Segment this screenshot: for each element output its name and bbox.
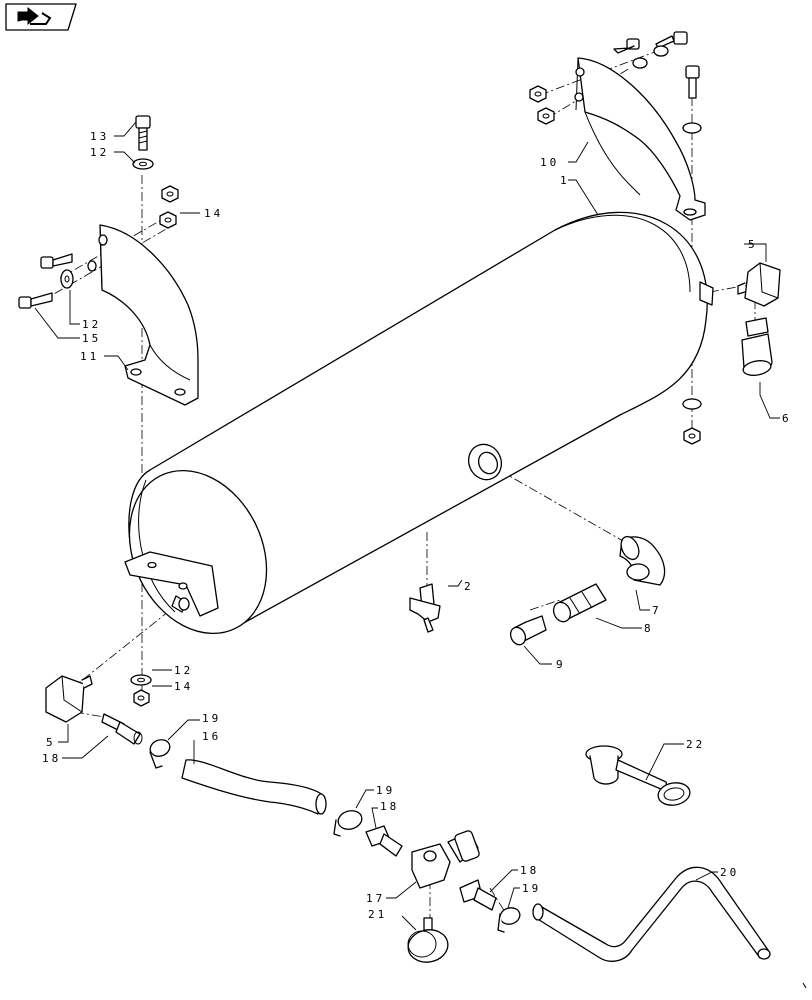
- callout-21: 21: [368, 908, 387, 921]
- bolt-13: [135, 115, 151, 151]
- nut-14-lower: [159, 211, 177, 229]
- bolt-rear-upper: [613, 38, 640, 54]
- arrow-next-icon: [17, 6, 52, 26]
- hose-clamp-19-front: [149, 739, 171, 769]
- hose-16: [181, 759, 327, 815]
- nut-rear-a: [529, 85, 547, 103]
- rear-mounting-bracket: [574, 57, 706, 221]
- valve-17: [411, 830, 480, 889]
- callout-17: 17: [366, 892, 385, 905]
- callout-14-bottom: 14: [174, 680, 193, 693]
- callout-5-front: 5: [46, 736, 56, 749]
- washer-12-bottom: [130, 674, 152, 686]
- washer-rear-b: [653, 45, 669, 57]
- callout-11: 11: [80, 350, 99, 363]
- callout-12-top: 12: [90, 146, 109, 159]
- callout-19-middle: 19: [376, 784, 395, 797]
- hose-clamp-19-middle: [333, 810, 363, 837]
- fitting-18-front: [101, 713, 143, 745]
- washer-rear-a: [632, 57, 648, 69]
- tube-20: [532, 866, 771, 962]
- callout-18-middle: 18: [380, 800, 399, 813]
- callout-9: 9: [556, 658, 566, 671]
- corner-mark: [802, 982, 807, 989]
- elbow-fitting-7: [619, 535, 666, 586]
- bolt-rear-vertical: [685, 65, 700, 99]
- fitting-18-middle: [365, 825, 403, 857]
- fitting-8: [552, 583, 607, 623]
- callout-6: 6: [782, 412, 792, 425]
- front-mounting-bracket: [87, 224, 199, 406]
- coupler-6: [741, 317, 773, 376]
- drain-valve-2: [409, 583, 441, 633]
- washer-12-top: [132, 158, 154, 170]
- air-tank: [124, 211, 714, 635]
- callout-19-right: 19: [522, 882, 541, 895]
- callout-12-side: 12: [82, 318, 101, 331]
- callout-10: 10: [540, 156, 559, 169]
- callout-19-front: 19: [202, 712, 221, 725]
- nut-14-upper: [161, 185, 179, 203]
- callout-20: 20: [720, 866, 739, 879]
- bolt-front-upper: [40, 253, 73, 269]
- elbow-fitting-5-rear: [737, 262, 781, 307]
- callout-7: 7: [652, 604, 662, 617]
- fitting-18-right: [459, 879, 497, 911]
- next-page-button[interactable]: [5, 3, 77, 31]
- nut-rear-bottom: [683, 427, 701, 445]
- front-tank-fitting: [171, 595, 190, 613]
- callout-14-top: 14: [204, 207, 223, 220]
- callout-18-right: 18: [520, 864, 539, 877]
- nut-14-bottom: [133, 689, 150, 707]
- callout-15: 15: [82, 332, 101, 345]
- callout-labels: 1 2 5 5 6 7 8 9 10 11 12 12 12 13 14 14 …: [42, 130, 792, 921]
- callout-22: 22: [686, 738, 705, 751]
- plug-9: [509, 615, 547, 646]
- bolt-15: [18, 292, 53, 309]
- callout-12-bottom: 12: [174, 664, 193, 677]
- callout-5-rear: 5: [748, 238, 758, 251]
- callout-8: 8: [644, 622, 654, 635]
- gauge-21: [407, 917, 449, 963]
- callout-13: 13: [90, 130, 109, 143]
- washer-12-side: [60, 269, 74, 289]
- hose-clamp-19-right: [497, 907, 521, 933]
- callout-18-front: 18: [42, 752, 61, 765]
- leader-lines: [34, 121, 780, 931]
- callout-1: 1: [560, 174, 570, 187]
- washer-rear-d: [682, 398, 702, 410]
- elbow-fitting-5-front: [45, 675, 93, 723]
- dust-cap-22: [585, 745, 691, 806]
- callout-2: 2: [464, 580, 474, 593]
- nut-rear-b: [537, 107, 555, 125]
- washer-rear-c: [682, 122, 702, 134]
- callout-16: 16: [202, 730, 221, 743]
